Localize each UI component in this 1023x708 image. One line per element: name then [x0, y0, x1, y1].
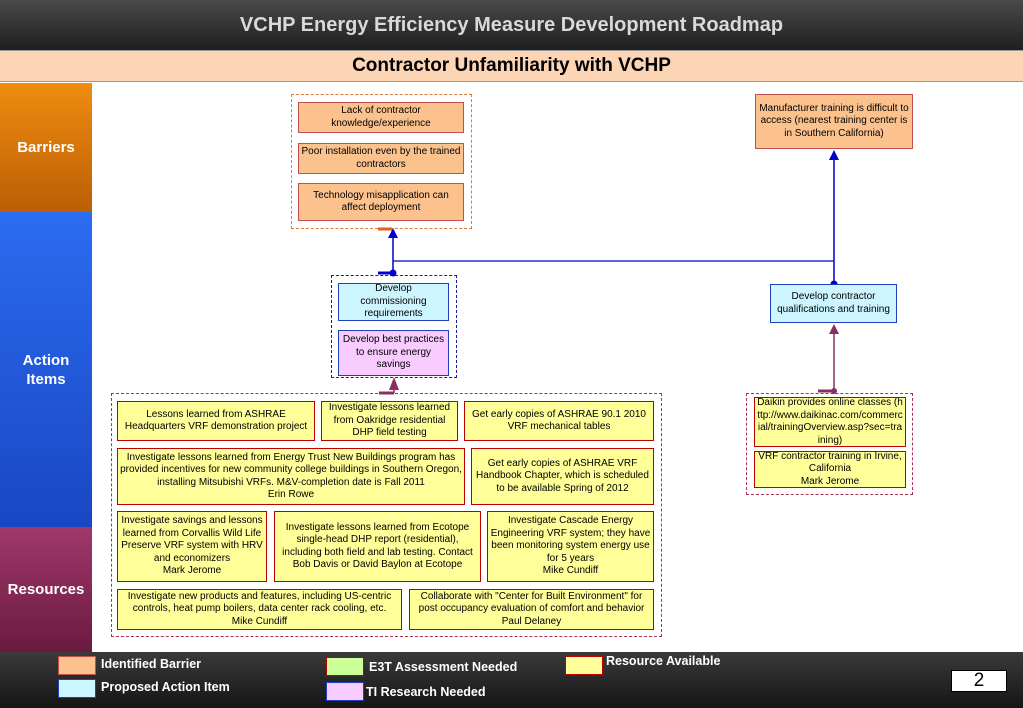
- resource-text: Investigate new products and features, i…: [127, 590, 392, 627]
- resource-text: Get early copies of ASHRAE VRF Handbook …: [476, 457, 649, 494]
- arrowhead-barrier-right: [829, 150, 839, 160]
- action-text: Develop commissioning requirements: [360, 283, 427, 320]
- barrier-poor-installation: Poor installation even by the trained co…: [298, 143, 464, 174]
- resource-text: Daikin provides online classes (http://w…: [757, 397, 903, 446]
- action-best-practices: Develop best practices to ensure energy …: [338, 330, 449, 376]
- resource-text: Lessons learned from ASHRAE Headquarters…: [124, 408, 308, 433]
- resource-ashrae-headquarters: Lessons learned from ASHRAE Headquarters…: [117, 401, 315, 441]
- legend-label-proposed-action: Proposed Action Item: [101, 680, 230, 694]
- resource-ashrae-handbook: Get early copies of ASHRAE VRF Handbook …: [471, 448, 654, 505]
- legend-swatch-resource-available: [565, 656, 603, 675]
- barrier-text: Lack of contractor knowledge/experience: [331, 105, 431, 129]
- resource-cascade-energy: Investigate Cascade Energy Engineering V…: [487, 511, 654, 582]
- resource-text: Get early copies of ASHRAE 90.1 2010 VRF…: [472, 408, 646, 433]
- resources-band: Resources: [0, 527, 92, 652]
- resource-corvallis-wildlife: Investigate savings and lessons learned …: [117, 511, 267, 582]
- arrowhead-qualifications: [829, 324, 839, 334]
- legend-swatch-e3t-assessment: [326, 657, 364, 676]
- barrier-text: Manufacturer training is difficult to ac…: [759, 102, 909, 139]
- barrier-text: Technology misapplication can affect dep…: [313, 189, 449, 214]
- resource-energy-trust: Investigate lessons learned from Energy …: [117, 448, 465, 505]
- action-items-band: Action Items: [0, 212, 92, 527]
- legend-label-resource-available: Resource Available: [606, 654, 721, 668]
- resource-text: Investigate lessons learned from Oakridg…: [328, 402, 451, 439]
- page-number: 2: [951, 670, 1007, 692]
- resource-new-products: Investigate new products and features, i…: [117, 589, 402, 630]
- legend-swatch-ti-research: [326, 682, 364, 701]
- slide-subtitle: Contractor Unfamiliarity with VCHP: [0, 50, 1023, 82]
- resource-center-built-environment: Collaborate with "Center for Built Envir…: [409, 589, 654, 630]
- barrier-technology-misapplication: Technology misapplication can affect dep…: [298, 183, 464, 221]
- legend-swatch-proposed-action: [58, 679, 96, 698]
- action-text: Develop best practices to ensure energy …: [342, 334, 445, 371]
- resource-text: Collaborate with "Center for Built Envir…: [418, 590, 645, 627]
- legend-bar: [0, 652, 1023, 708]
- arrowhead-best-practices: [389, 377, 399, 390]
- resources-band-label: Resources: [7, 581, 85, 598]
- resource-text: Investigate savings and lessons learned …: [121, 515, 263, 577]
- resource-ashrae-90-1: Get early copies of ASHRAE 90.1 2010 VRF…: [464, 401, 654, 441]
- action-items-band-label: Action Items: [22, 351, 70, 388]
- resource-vrf-contractor-training: VRF contractor training in Irvine, Calif…: [754, 451, 906, 488]
- arrowhead-barriers-left: [388, 228, 398, 238]
- legend-label-e3t-assessment: E3T Assessment Needed: [369, 660, 518, 674]
- resource-group-right: [746, 393, 913, 495]
- resource-daikin-online-classes: Daikin provides online classes (http://w…: [754, 397, 906, 447]
- resource-oakridge-dhp: Investigate lessons learned from Oakridg…: [321, 401, 458, 441]
- barriers-band: Barriers: [0, 83, 92, 212]
- resource-text: VRF contractor training in Irvine, Calif…: [758, 451, 902, 487]
- resource-text: Investigate lessons learned from Ecotope…: [282, 521, 473, 571]
- action-commissioning-requirements: Develop commissioning requirements: [338, 283, 449, 321]
- action-contractor-qualifications: Develop contractor qualifications and tr…: [770, 284, 897, 323]
- action-text: Develop contractor qualifications and tr…: [777, 291, 890, 315]
- barrier-text: Poor installation even by the trained co…: [301, 146, 461, 170]
- barrier-contractor-knowledge: Lack of contractor knowledge/experience: [298, 102, 464, 133]
- resource-text: Investigate lessons learned from Energy …: [120, 451, 462, 501]
- barriers-band-label: Barriers: [17, 139, 75, 156]
- legend-label-ti-research: TI Research Needed: [366, 685, 486, 699]
- barrier-manufacturer-training: Manufacturer training is difficult to ac…: [755, 94, 913, 149]
- slide-title: VCHP Energy Efficiency Measure Developme…: [0, 0, 1023, 50]
- resource-text: Investigate Cascade Energy Engineering V…: [490, 515, 651, 577]
- legend-swatch-identified-barrier: [58, 656, 96, 675]
- resource-ecotope-dhp: Investigate lessons learned from Ecotope…: [274, 511, 481, 582]
- legend-label-identified-barrier: Identified Barrier: [101, 657, 202, 671]
